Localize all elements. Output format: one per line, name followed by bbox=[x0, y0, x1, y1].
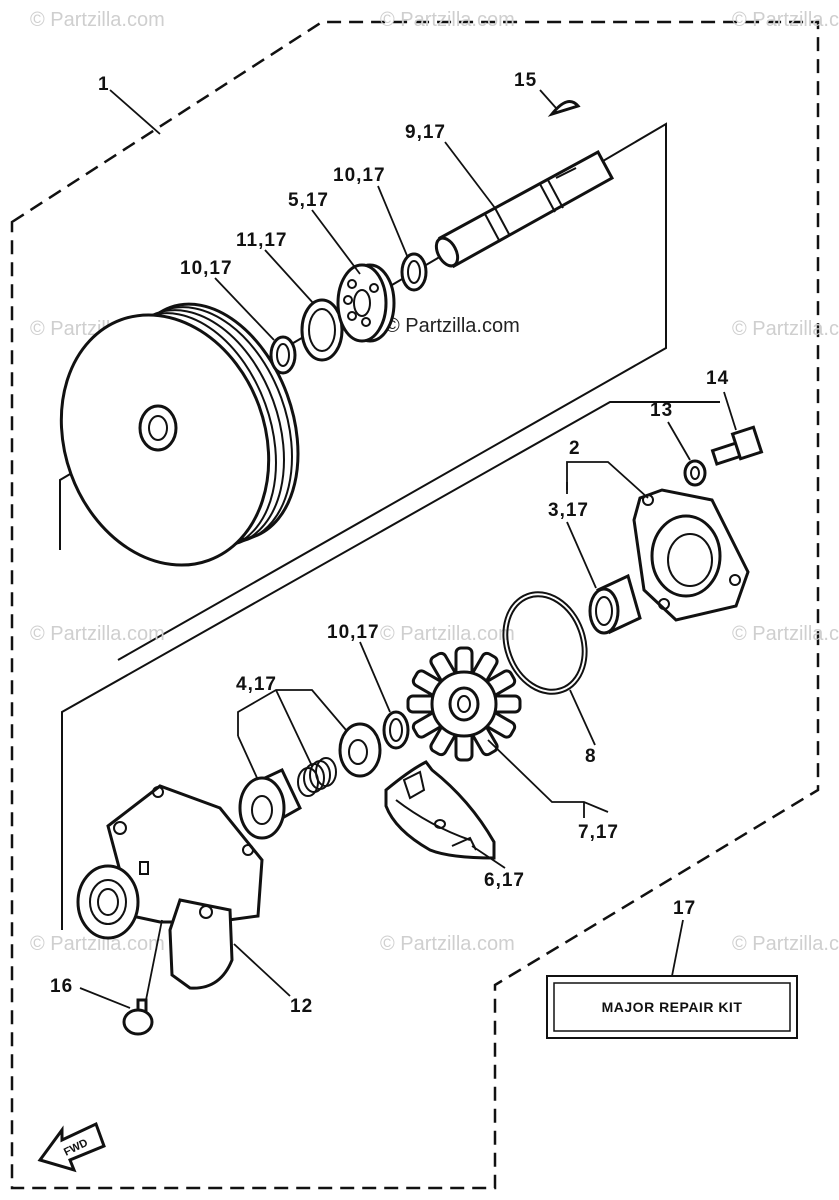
fwd-arrow-icon: FWD bbox=[37, 1121, 106, 1173]
callout-12: 12 bbox=[290, 996, 313, 1017]
callout-15: 15 bbox=[514, 70, 537, 91]
upper-frame bbox=[59, 122, 667, 661]
watermark: © Partzilla.com bbox=[30, 623, 165, 645]
seal-spring bbox=[297, 757, 337, 797]
callout-16: 16 bbox=[50, 976, 73, 997]
screw bbox=[122, 998, 154, 1036]
callout-1: 1 bbox=[98, 74, 110, 95]
watermark: © Partzilla.com bbox=[732, 623, 839, 645]
impeller bbox=[406, 646, 522, 762]
pump-housing bbox=[76, 784, 264, 990]
circlip bbox=[269, 335, 297, 375]
leader-lines bbox=[79, 89, 737, 1009]
callout-4-17: 4,17 bbox=[236, 674, 277, 695]
o-ring-inner bbox=[506, 595, 584, 691]
callout-17: 17 bbox=[673, 898, 696, 919]
watermark: © Partzilla.com bbox=[380, 623, 515, 645]
seal-housing bbox=[238, 768, 302, 840]
watermark: © Partzilla.com bbox=[732, 318, 839, 340]
watermark: © Partzilla.com bbox=[380, 9, 515, 31]
callout-8: 8 bbox=[585, 746, 597, 767]
bolt bbox=[710, 425, 764, 466]
callout-14: 14 bbox=[706, 368, 729, 389]
callout-7-17: 7,17 bbox=[578, 822, 619, 843]
major-repair-kit-box: MAJOR REPAIR KIT bbox=[546, 975, 798, 1039]
assembly-boundary bbox=[10, 20, 820, 1190]
pulley bbox=[59, 302, 300, 567]
callout-13: 13 bbox=[650, 400, 673, 421]
callout-11-17: 11,17 bbox=[236, 230, 288, 251]
callout-9-17: 9,17 bbox=[405, 122, 446, 143]
watermark: © Partzilla.com bbox=[732, 9, 839, 31]
sleeve bbox=[588, 573, 642, 635]
watermark: © Partzilla.com bbox=[380, 933, 515, 955]
watermark: © Partzilla.com bbox=[30, 9, 165, 31]
watermark: © Partzilla.com bbox=[30, 933, 165, 955]
callout-5-17: 5,17 bbox=[288, 190, 329, 211]
circlip bbox=[382, 710, 410, 750]
callout-10-17: 10,17 bbox=[180, 258, 233, 279]
callout-10-17: 10,17 bbox=[327, 622, 380, 643]
watermark: © Partzilla.com bbox=[732, 933, 839, 955]
callout-labels: 1 15 9,17 10,17 5,17 11,17 10,17 14 13 2… bbox=[50, 70, 729, 1017]
watermark-center: © Partzilla.com bbox=[385, 315, 520, 337]
kit-label: MAJOR REPAIR KIT bbox=[602, 999, 743, 1015]
retaining-ring bbox=[300, 298, 344, 362]
washer bbox=[683, 459, 707, 487]
callout-2: 2 bbox=[569, 438, 581, 459]
circlip bbox=[400, 252, 428, 292]
lower-frame bbox=[61, 401, 720, 930]
callout-3-17: 3,17 bbox=[548, 500, 589, 521]
bearing bbox=[336, 263, 396, 343]
callout-10-17: 10,17 bbox=[333, 165, 386, 186]
woodruff-key bbox=[547, 100, 581, 117]
liner bbox=[384, 760, 496, 860]
shaft bbox=[434, 149, 615, 269]
seal-ring bbox=[338, 722, 382, 778]
callout-6-17: 6,17 bbox=[484, 870, 525, 891]
o-ring bbox=[502, 591, 588, 695]
pump-cover bbox=[632, 488, 750, 622]
